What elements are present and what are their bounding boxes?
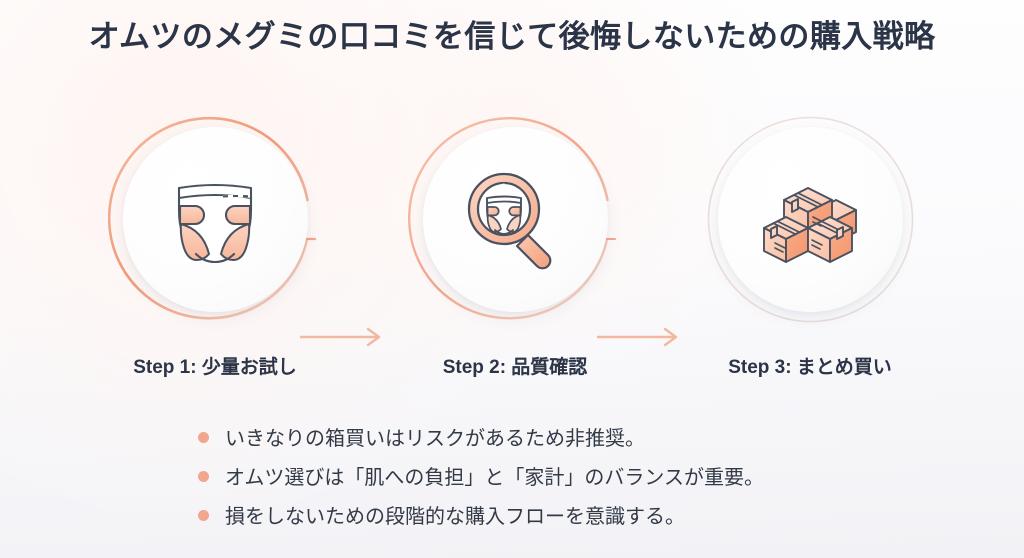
diaper-icon — [177, 183, 253, 263]
magnifier-diaper-icon — [467, 172, 552, 269]
list-item: 損をしないための段階的な購入フローを意識する。 — [0, 502, 1024, 532]
bullet-text: いきなりの箱買いはリスクがあるため非推奨。 — [225, 428, 645, 450]
step-2-circle — [407, 112, 623, 327]
step-1-disc — [122, 127, 308, 312]
bullet-text: オムツ選びは「肌への負担」と「家計」のバランスが重要。 — [225, 467, 764, 489]
title-container: オムツのメグミの口コミを信じて後悔しないための購入戦略 — [0, 18, 1024, 57]
page-title: オムツのメグミの口コミを信じて後悔しないための購入戦略 — [88, 19, 936, 54]
stacked-boxes-icon — [763, 186, 857, 263]
bullet-dot-icon — [198, 432, 209, 443]
step-3-label: Step 3: まとめ買い — [728, 357, 892, 378]
summary-bullet-list: いきなりの箱買いはリスクがあるため非推奨。 オムツ選びは「肌への負担」と「家計」… — [0, 424, 1024, 541]
arrow-step1-to-step2 — [300, 327, 381, 347]
step-item-1: Step 1: 少量お試し — [95, 112, 335, 402]
step-item-2: Step 2: 品質確認 — [395, 112, 635, 402]
bullet-text: 損をしないための段階的な購入フローを意識する。 — [225, 506, 685, 528]
step-1-circle — [107, 112, 323, 327]
step-2-disc — [422, 127, 608, 312]
bullet-dot-icon — [198, 471, 209, 482]
step-3-circle — [703, 112, 918, 327]
arrow-step2-to-step3 — [597, 327, 678, 347]
steps-row: Step 1: 少量お試し — [0, 112, 1024, 402]
step-2-label: Step 2: 品質確認 — [442, 357, 588, 378]
step-3-disc — [717, 127, 903, 312]
list-item: オムツ選びは「肌への負担」と「家計」のバランスが重要。 — [0, 463, 1024, 493]
bullet-dot-icon — [198, 510, 209, 521]
step-item-3: Step 3: まとめ買い — [690, 112, 930, 402]
list-item: いきなりの箱買いはリスクがあるため非推奨。 — [0, 424, 1024, 454]
step-1-label: Step 1: 少量お試し — [133, 357, 297, 378]
